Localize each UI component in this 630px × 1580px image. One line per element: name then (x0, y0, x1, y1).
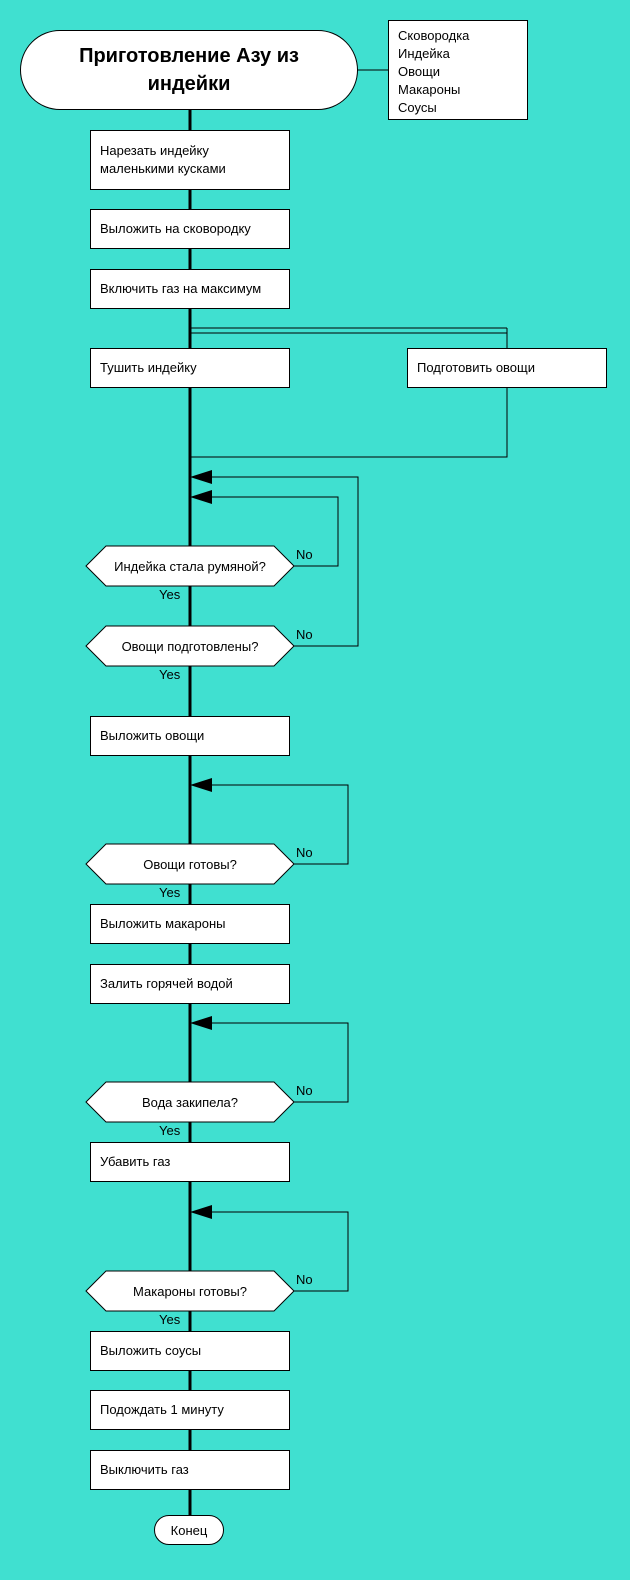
step-stew-turkey: Тушить индейку (90, 348, 290, 388)
prep-veg-merge (190, 388, 508, 458)
step-put-veg: Выложить овощи (90, 716, 290, 756)
step-put-sauce: Выложить соусы (90, 1331, 290, 1371)
no-label: No (296, 627, 313, 642)
decision-veg-prepared: Овощи подготовлены? (121, 638, 259, 654)
decision-pasta-ready: Макароны готовы? (133, 1283, 247, 1299)
decision-turkey-browned: Индейка стала румяной? (114, 558, 266, 574)
arrow-water-boiled (190, 1016, 212, 1030)
decision-shape-water-boiled (85, 1081, 295, 1123)
step-prepare-veg: Подготовить овощи (407, 348, 607, 388)
yes-label: Yes (159, 667, 181, 682)
step-gas-max: Включить газ на максимум (90, 269, 290, 309)
step-put-pasta: Выложить макароны (90, 904, 290, 944)
decision-shape-veg-ready (85, 843, 295, 885)
step-wait: Подождать 1 минуту (90, 1390, 290, 1430)
loop-turkey-browned (210, 496, 339, 567)
decision-veg-ready: Овощи готовы? (143, 856, 237, 872)
ingredient-item: Сковородка (398, 28, 470, 43)
yes-label: Yes (159, 885, 181, 900)
yes-label: Yes (159, 1312, 181, 1327)
ingredient-item: Макароны (398, 82, 461, 97)
no-label: No (296, 845, 313, 860)
end-terminator: Конец (154, 1515, 224, 1545)
decision-shape-turkey-browned (85, 545, 295, 587)
loop-pasta-ready (210, 1211, 349, 1292)
yes-label: Yes (159, 1123, 181, 1138)
arrow-turkey-browned (190, 490, 212, 504)
step-lower-gas: Убавить газ (90, 1142, 290, 1182)
yes-label: Yes (159, 587, 181, 602)
step-gas-off: Выключить газ (90, 1450, 290, 1490)
no-label: No (296, 547, 313, 562)
step-pour-water: Залить горячей водой (90, 964, 290, 1004)
arrow-veg-prepared (190, 470, 212, 484)
no-label: No (296, 1272, 313, 1287)
step-put-on-pan: Выложить на сковородку (90, 209, 290, 249)
loop-veg-prepared (210, 476, 359, 647)
decision-shape-veg-prepared (85, 625, 295, 667)
arrow-veg-ready (190, 778, 212, 792)
ingredients-note: Сковородка Индейка Овощи Макароны Соусы (388, 20, 528, 120)
loop-veg-ready (210, 784, 349, 865)
arrow-pasta-ready (190, 1205, 212, 1219)
decision-water-boiled: Вода закипела? (141, 1094, 239, 1110)
loop-water-boiled (210, 1022, 349, 1103)
flowchart-title: Приготовление Азу из индейки (20, 30, 358, 110)
decision-shape-pasta-ready (85, 1270, 295, 1312)
no-label: No (296, 1083, 313, 1098)
ingredient-item: Овощи (398, 64, 441, 79)
ingredient-item: Соусы (398, 100, 437, 115)
ingredient-item: Индейка (398, 46, 450, 61)
step-cut-turkey: Нарезать индейку маленькими кусками (90, 130, 290, 190)
